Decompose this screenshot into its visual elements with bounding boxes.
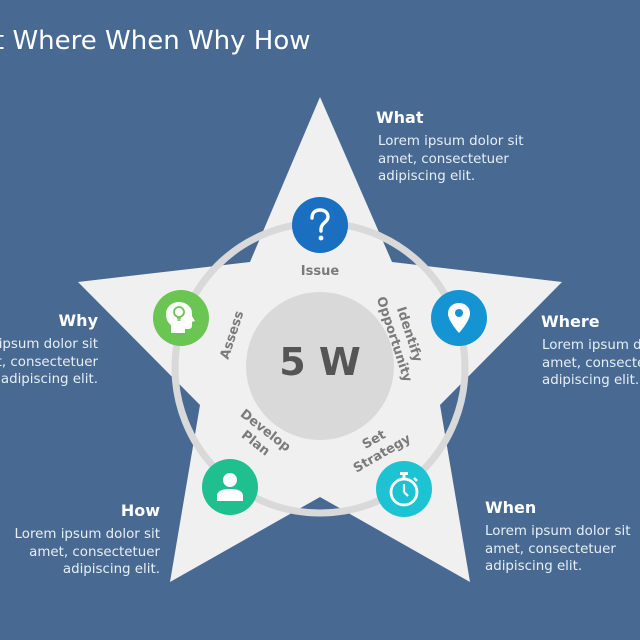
when-block: When Lorem ipsum dolor sit amet, consect… — [485, 498, 630, 576]
center-circle — [246, 292, 394, 440]
how-block: How Lorem ipsum dolor sit amet, consecte… — [15, 501, 160, 579]
what-body: Lorem ipsum dolor sit amet, consectetuer… — [378, 134, 524, 184]
where-icon-circle — [431, 290, 487, 346]
where-heading: Where — [541, 312, 600, 331]
stopwatch-icon — [389, 472, 419, 507]
how-body: Lorem ipsum dolor sit amet, consectetuer… — [14, 527, 160, 577]
why-heading: Why — [58, 311, 98, 330]
user-icon — [217, 473, 243, 501]
where-body: Lorem ipsum dolor sit amet, consectetuer… — [542, 338, 640, 388]
what-heading: What — [376, 108, 424, 127]
why-body: Lorem ipsum dolor sit amet, consectetuer… — [0, 337, 98, 387]
center-label: 5 W — [279, 340, 361, 384]
when-body: Lorem ipsum dolor sit amet, consectetuer… — [485, 524, 631, 574]
where-block: Where Lorem ipsum dolor sit amet, consec… — [541, 312, 640, 390]
map-pin-icon — [448, 303, 470, 333]
slide-title: t Where When Why How — [0, 26, 311, 56]
head-lightbulb-icon — [166, 302, 195, 333]
how-icon-circle — [202, 459, 258, 515]
step-label-issue: Issue — [301, 264, 340, 279]
question-mark-icon — [310, 208, 330, 241]
what-block: What Lorem ipsum dolor sit amet, consect… — [376, 108, 523, 186]
when-heading: When — [485, 498, 537, 517]
what-icon-circle — [292, 197, 348, 253]
why-block: Why Lorem ipsum dolor sit amet, consecte… — [0, 311, 98, 389]
when-icon-circle — [376, 461, 432, 517]
why-icon-circle — [153, 290, 209, 346]
how-heading: How — [120, 501, 160, 520]
